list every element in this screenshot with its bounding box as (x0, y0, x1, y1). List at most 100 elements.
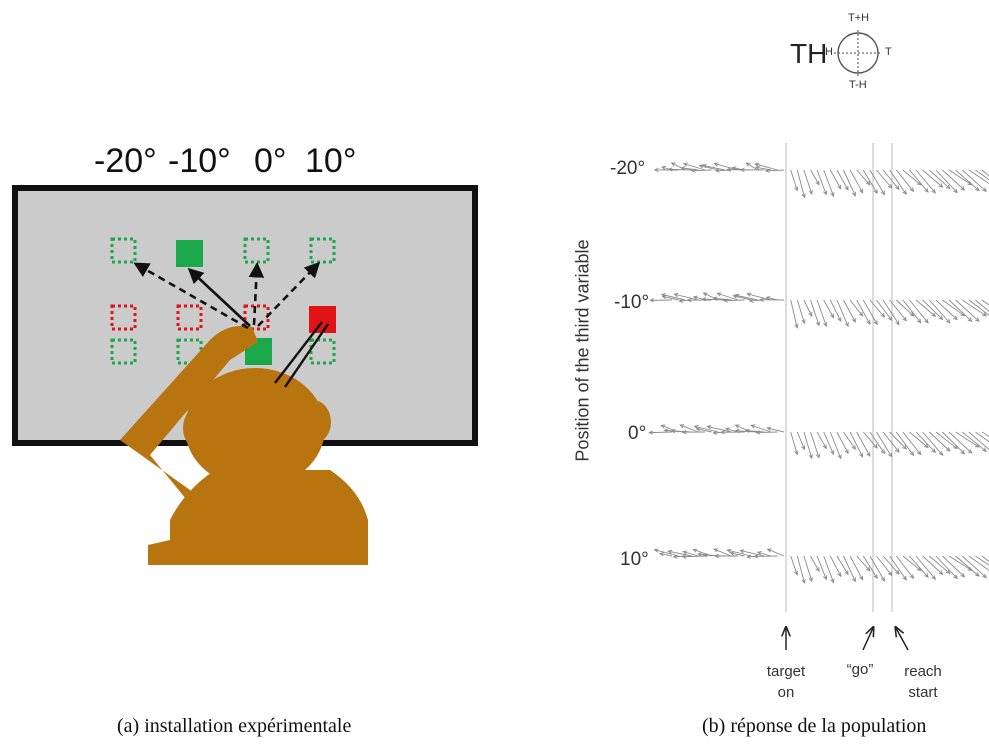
vector-arrowhead (759, 297, 764, 302)
event-label-target-on: target on (756, 661, 816, 703)
vector-arrowhead (916, 450, 922, 456)
vector-arrow (767, 427, 785, 433)
vector-arrow (816, 431, 827, 449)
vector-arrowhead (672, 554, 678, 559)
vector-arrowhead (830, 578, 835, 584)
vector-arrow (823, 431, 834, 455)
vector-arrow (862, 431, 878, 449)
vector-arrow (730, 552, 745, 557)
vector-arrow (810, 169, 820, 185)
vector-arrowhead (794, 570, 799, 576)
vector-arrow (843, 169, 856, 196)
vector-arrow (961, 299, 987, 317)
vector-arrowhead (648, 430, 654, 435)
vector-arrowhead (681, 554, 687, 559)
vector-arrowhead (815, 180, 820, 186)
vector-arrow (849, 299, 863, 317)
vector-arrow (902, 431, 922, 455)
row-label: 0° (628, 423, 647, 444)
vector-arrow (717, 292, 739, 301)
vector-arrowhead (880, 312, 886, 318)
target-outline-red (110, 304, 137, 331)
vector-arrow (968, 169, 989, 185)
vector-arrowhead (851, 445, 856, 451)
vector-arrowhead (794, 450, 799, 456)
active-target-red (309, 306, 336, 333)
vector-arrowhead (801, 445, 806, 451)
event-label-line: target (766, 663, 806, 680)
direction-legend (834, 30, 882, 76)
vector-arrow (849, 555, 864, 580)
vector-arrowhead (945, 318, 951, 324)
vector-arrow (681, 167, 699, 171)
vector-arrow (829, 299, 842, 322)
event-label-go: “go” (830, 661, 890, 678)
vector-arrowhead (880, 576, 885, 582)
vector-arrow (935, 299, 958, 320)
vector-arrow (942, 169, 965, 191)
vector-arrow (981, 169, 989, 177)
vector-arrowhead (692, 295, 698, 300)
vector-arrowhead (866, 320, 871, 325)
vector-arrowhead (844, 570, 849, 576)
vector-arrowhead (895, 448, 900, 453)
vector-arrowhead (858, 311, 864, 317)
vector-arrowhead (974, 317, 980, 322)
vector-arrow (862, 299, 878, 325)
vector-arrowhead (801, 578, 806, 584)
vector-arrowhead (716, 292, 722, 297)
vector-arrowhead (702, 553, 708, 558)
target-outline-green (309, 338, 336, 365)
target-outline-green (110, 338, 137, 365)
vector-arrow (823, 169, 834, 197)
vector-arrowhead (931, 188, 936, 194)
vector-arrowhead (953, 188, 958, 194)
vector-arrowhead (931, 575, 936, 581)
vector-arrow (796, 299, 805, 324)
vector-arrowhead (837, 572, 842, 578)
row-label: -20° (610, 158, 646, 179)
target-outline-green (309, 237, 336, 264)
vector-arrowhead (815, 453, 820, 459)
vector-arrow (661, 294, 686, 301)
vector-arrow (889, 431, 907, 450)
vector-arrow (682, 555, 705, 558)
vector-arrow (790, 299, 798, 328)
vector-arrowhead (953, 444, 958, 450)
vector-arrowhead (764, 168, 770, 173)
vector-arrowhead (682, 550, 688, 555)
vector-arrow (968, 299, 989, 316)
vector-arrowhead (873, 189, 878, 195)
vector-arrow (856, 431, 871, 457)
vector-arrowhead (902, 444, 907, 450)
vector-arrow (696, 428, 712, 433)
vector-arrowhead (720, 430, 725, 435)
vector-arrow (975, 555, 989, 566)
row-label: -10° (614, 292, 650, 313)
vector-arrowhead (945, 569, 951, 575)
vector-arrow (810, 431, 820, 458)
vector-arrow (790, 431, 798, 455)
vector-arrow (915, 299, 936, 317)
vector-arrow (843, 299, 856, 323)
vector-arrowhead (844, 185, 849, 191)
vector-arrowhead (661, 295, 667, 300)
vector-arrow (713, 297, 732, 301)
vector-arrowhead (960, 572, 966, 578)
vector-arrowhead (960, 186, 966, 191)
vector-arrow (702, 298, 725, 301)
vector-arrowhead (895, 569, 900, 575)
vector-arrow (836, 169, 849, 191)
vector-arrow (803, 299, 813, 317)
vector-arrow (735, 294, 758, 301)
vector-arrowhead (859, 188, 864, 194)
vector-arrowhead (822, 444, 827, 450)
vector-arrowhead (830, 450, 835, 456)
vector-arrow (902, 555, 922, 571)
angle-label: 10° (305, 142, 357, 180)
vector-arrowhead (982, 187, 987, 192)
vector-arrowhead (902, 575, 907, 581)
caption-a: (a) installation expérimentale (117, 715, 352, 737)
vector-arrowhead (945, 447, 951, 452)
